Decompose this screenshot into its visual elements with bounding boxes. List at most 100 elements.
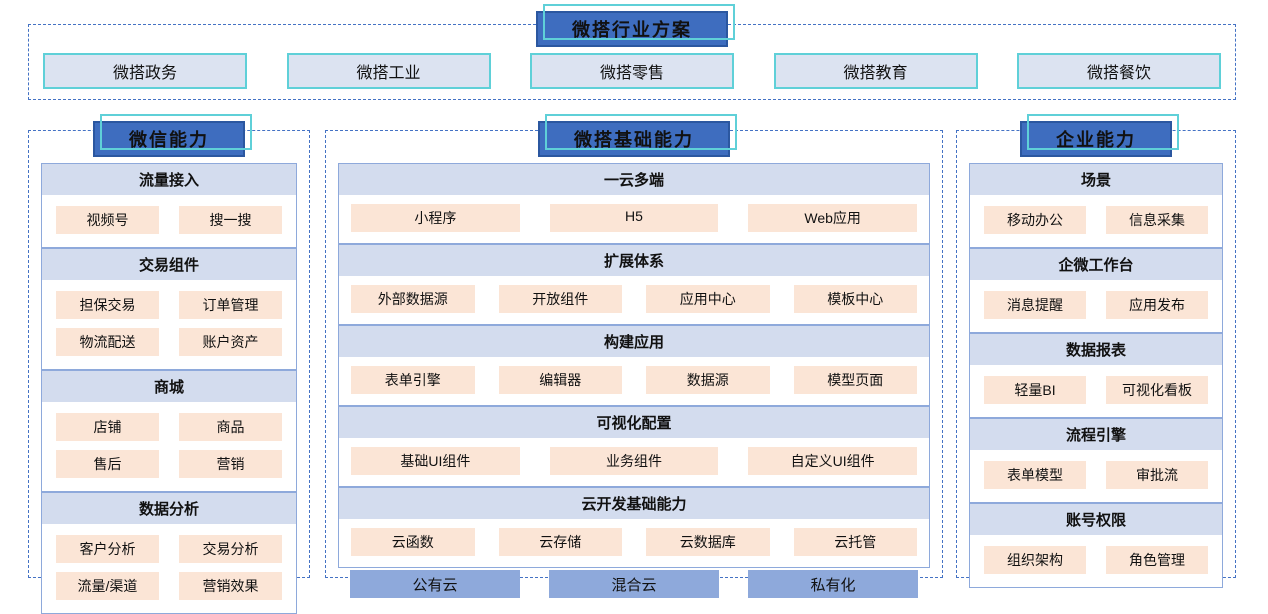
section-items: 表单模型审批流 — [970, 450, 1222, 502]
capability-section: 数据分析客户分析交易分析流量/渠道营销效果 — [41, 492, 297, 614]
section-items: 组织架构角色管理 — [970, 535, 1222, 587]
wechat-capability-title-label: 微信能力 — [129, 130, 209, 150]
capability-item: 商品 — [179, 413, 282, 441]
capability-item: 交易分析 — [179, 535, 282, 563]
capability-section: 一云多端小程序 H5 Web应用 — [338, 163, 930, 244]
section-header: 流程引擎 — [970, 419, 1222, 450]
section-header: 数据报表 — [970, 334, 1222, 365]
section-header: 扩展体系 — [339, 245, 929, 276]
section-header: 场景 — [970, 164, 1222, 195]
capability-section: 流量接入视频号搜一搜 — [41, 163, 297, 248]
capability-item: 可视化看板 — [1106, 376, 1208, 404]
capability-item: 审批流 — [1106, 461, 1208, 489]
capability-item: 流量/渠道 — [56, 572, 159, 600]
section-header: 交易组件 — [42, 249, 296, 280]
capability-item: 云函数 — [351, 528, 475, 556]
capability-item: 云数据库 — [646, 528, 770, 556]
capability-item: 基础UI组件 — [351, 447, 520, 475]
section-items: 移动办公信息采集 — [970, 195, 1222, 247]
capability-item: 外部数据源 — [351, 285, 475, 313]
capability-section: 云开发基础能力云函数云存储云数据库云托管 — [338, 487, 930, 568]
capability-item: 模型页面 — [793, 366, 917, 394]
capability-item: 信息采集 — [1106, 206, 1208, 234]
section-header: 可视化配置 — [339, 407, 929, 438]
capability-item: 店铺 — [56, 413, 159, 441]
capability-item: 数据源 — [646, 366, 770, 394]
deployment-option: 混合云 — [549, 570, 719, 598]
capability-item: 应用中心 — [646, 285, 770, 313]
section-items: 视频号搜一搜 — [42, 195, 296, 247]
capability-item: 开放组件 — [498, 285, 622, 313]
capability-item: 表单模型 — [984, 461, 1086, 489]
capability-section: 流程引擎表单模型审批流 — [969, 418, 1223, 503]
section-items: 小程序 H5 Web应用 — [339, 195, 929, 243]
capability-section: 企微工作台消息提醒应用发布 — [969, 248, 1223, 333]
capability-item: 小程序 — [351, 204, 520, 232]
capability-item: 客户分析 — [56, 535, 159, 563]
deployment-option: 私有化 — [748, 570, 918, 598]
section-header: 一云多端 — [339, 164, 929, 195]
section-items: 轻量BI 可视化看板 — [970, 365, 1222, 417]
capability-item: 云托管 — [793, 528, 917, 556]
section-items: 表单引擎编辑器数据源模型页面 — [339, 357, 929, 405]
capability-item: 营销 — [179, 450, 282, 478]
capability-section: 商城店铺商品售后营销 — [41, 370, 297, 492]
weda-architecture-diagram: 微搭行业方案 微搭政务微搭工业微搭零售微搭教育微搭餐饮 微信能力 流量接入视频号… — [0, 0, 1268, 593]
industry-item: 微搭教育 — [773, 53, 978, 89]
capability-section: 场景移动办公信息采集 — [969, 163, 1223, 248]
capability-section: 账号权限组织架构角色管理 — [969, 503, 1223, 588]
capability-section: 扩展体系外部数据源开放组件应用中心模板中心 — [338, 244, 930, 325]
section-items: 外部数据源开放组件应用中心模板中心 — [339, 276, 929, 324]
capability-section: 交易组件担保交易订单管理物流配送账户资产 — [41, 248, 297, 370]
capability-item: 编辑器 — [498, 366, 622, 394]
capability-item: 移动办公 — [984, 206, 1086, 234]
industry-item: 微搭零售 — [530, 53, 734, 89]
capability-item: 物流配送 — [56, 328, 159, 356]
deployment-option: 公有云 — [350, 570, 520, 598]
weda-base-capability-title-label: 微搭基础能力 — [574, 130, 694, 150]
enterprise-capability-title-label: 企业能力 — [1056, 130, 1136, 150]
capability-item: 订单管理 — [179, 291, 282, 319]
capability-item: 应用发布 — [1106, 291, 1208, 319]
section-header: 企微工作台 — [970, 249, 1222, 280]
section-header: 数据分析 — [42, 493, 296, 524]
industry-item: 微搭餐饮 — [1017, 53, 1221, 89]
industry-items: 微搭政务微搭工业微搭零售微搭教育微搭餐饮 — [43, 53, 1221, 89]
industry-solutions-title-label: 微搭行业方案 — [572, 20, 692, 40]
capability-item: 表单引擎 — [351, 366, 475, 394]
capability-section: 可视化配置基础UI组件 业务组件 自定义UI组件 — [338, 406, 930, 487]
section-items: 云函数云存储云数据库云托管 — [339, 519, 929, 567]
capability-section: 数据报表轻量BI 可视化看板 — [969, 333, 1223, 418]
capability-item: H5 — [549, 204, 719, 232]
section-header: 流量接入 — [42, 164, 296, 195]
capability-item: 角色管理 — [1106, 546, 1208, 574]
capability-item: 账户资产 — [179, 328, 282, 356]
capability-item: 营销效果 — [179, 572, 282, 600]
capability-item: 担保交易 — [56, 291, 159, 319]
section-items: 消息提醒应用发布 — [970, 280, 1222, 332]
wechat-capability-body: 流量接入视频号搜一搜交易组件担保交易订单管理物流配送账户资产商城店铺商品售后营销… — [41, 163, 297, 614]
deployment-row: 公有云 混合云 私有化 — [350, 570, 918, 598]
capability-item: 组织架构 — [984, 546, 1086, 574]
wechat-capability-title: 微信能力 — [93, 121, 245, 157]
industry-solutions-title: 微搭行业方案 — [536, 11, 728, 47]
capability-item: 业务组件 — [549, 447, 719, 475]
capability-item: 售后 — [56, 450, 159, 478]
section-items: 基础UI组件 业务组件 自定义UI组件 — [339, 438, 929, 486]
capability-item: 视频号 — [56, 206, 159, 234]
enterprise-capability-title: 企业能力 — [1020, 121, 1172, 157]
capability-item: Web应用 — [748, 204, 917, 232]
section-header: 商城 — [42, 371, 296, 402]
capability-item: 云存储 — [498, 528, 622, 556]
industry-item: 微搭政务 — [43, 53, 247, 89]
weda-base-capability-title: 微搭基础能力 — [538, 121, 730, 157]
section-items: 店铺商品售后营销 — [42, 402, 296, 491]
capability-section: 构建应用表单引擎编辑器数据源模型页面 — [338, 325, 930, 406]
capability-item: 自定义UI组件 — [748, 447, 917, 475]
capability-item: 搜一搜 — [179, 206, 282, 234]
capability-item: 模板中心 — [793, 285, 917, 313]
section-header: 账号权限 — [970, 504, 1222, 535]
capability-item: 轻量BI — [984, 376, 1086, 404]
